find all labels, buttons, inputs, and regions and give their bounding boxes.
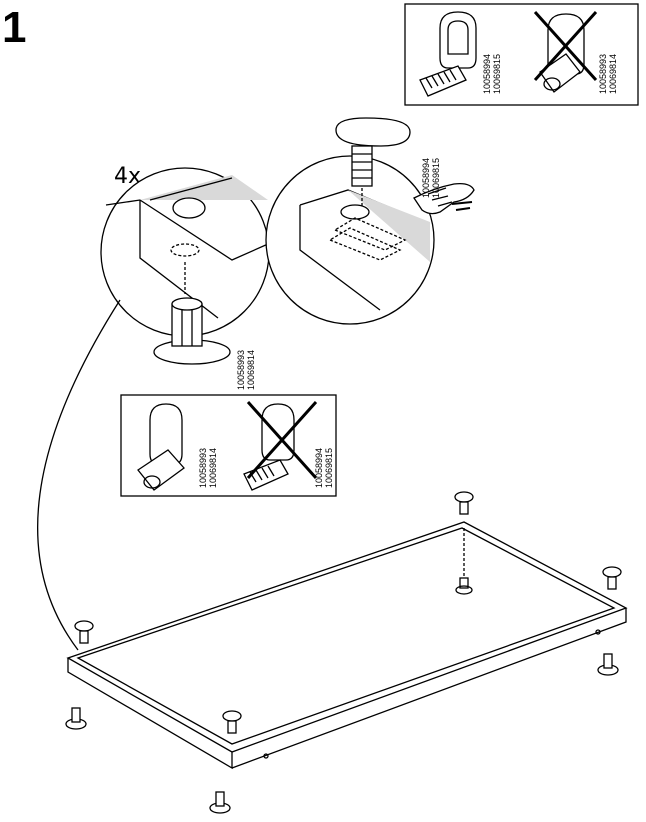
pin-detail-circle — [265, 117, 435, 325]
socket-orientation-box — [120, 394, 337, 497]
callout-leader — [37, 299, 121, 651]
pin-orientation-box — [404, 3, 639, 106]
quantity-label: 4x — [114, 164, 142, 189]
socket-correct-figure — [137, 403, 185, 491]
hand-press-icon — [413, 182, 475, 215]
shelf-panel — [66, 521, 628, 770]
socket-corner — [65, 653, 619, 814]
pin-part — [335, 117, 411, 187]
step-number: 1 — [2, 3, 27, 52]
socket-part — [153, 297, 231, 365]
cross-out-icon — [246, 400, 318, 480]
pin-corner — [74, 491, 622, 734]
socket-detail-circle — [100, 167, 270, 365]
pin-correct-figure — [419, 11, 477, 97]
cross-out-icon — [533, 10, 598, 82]
